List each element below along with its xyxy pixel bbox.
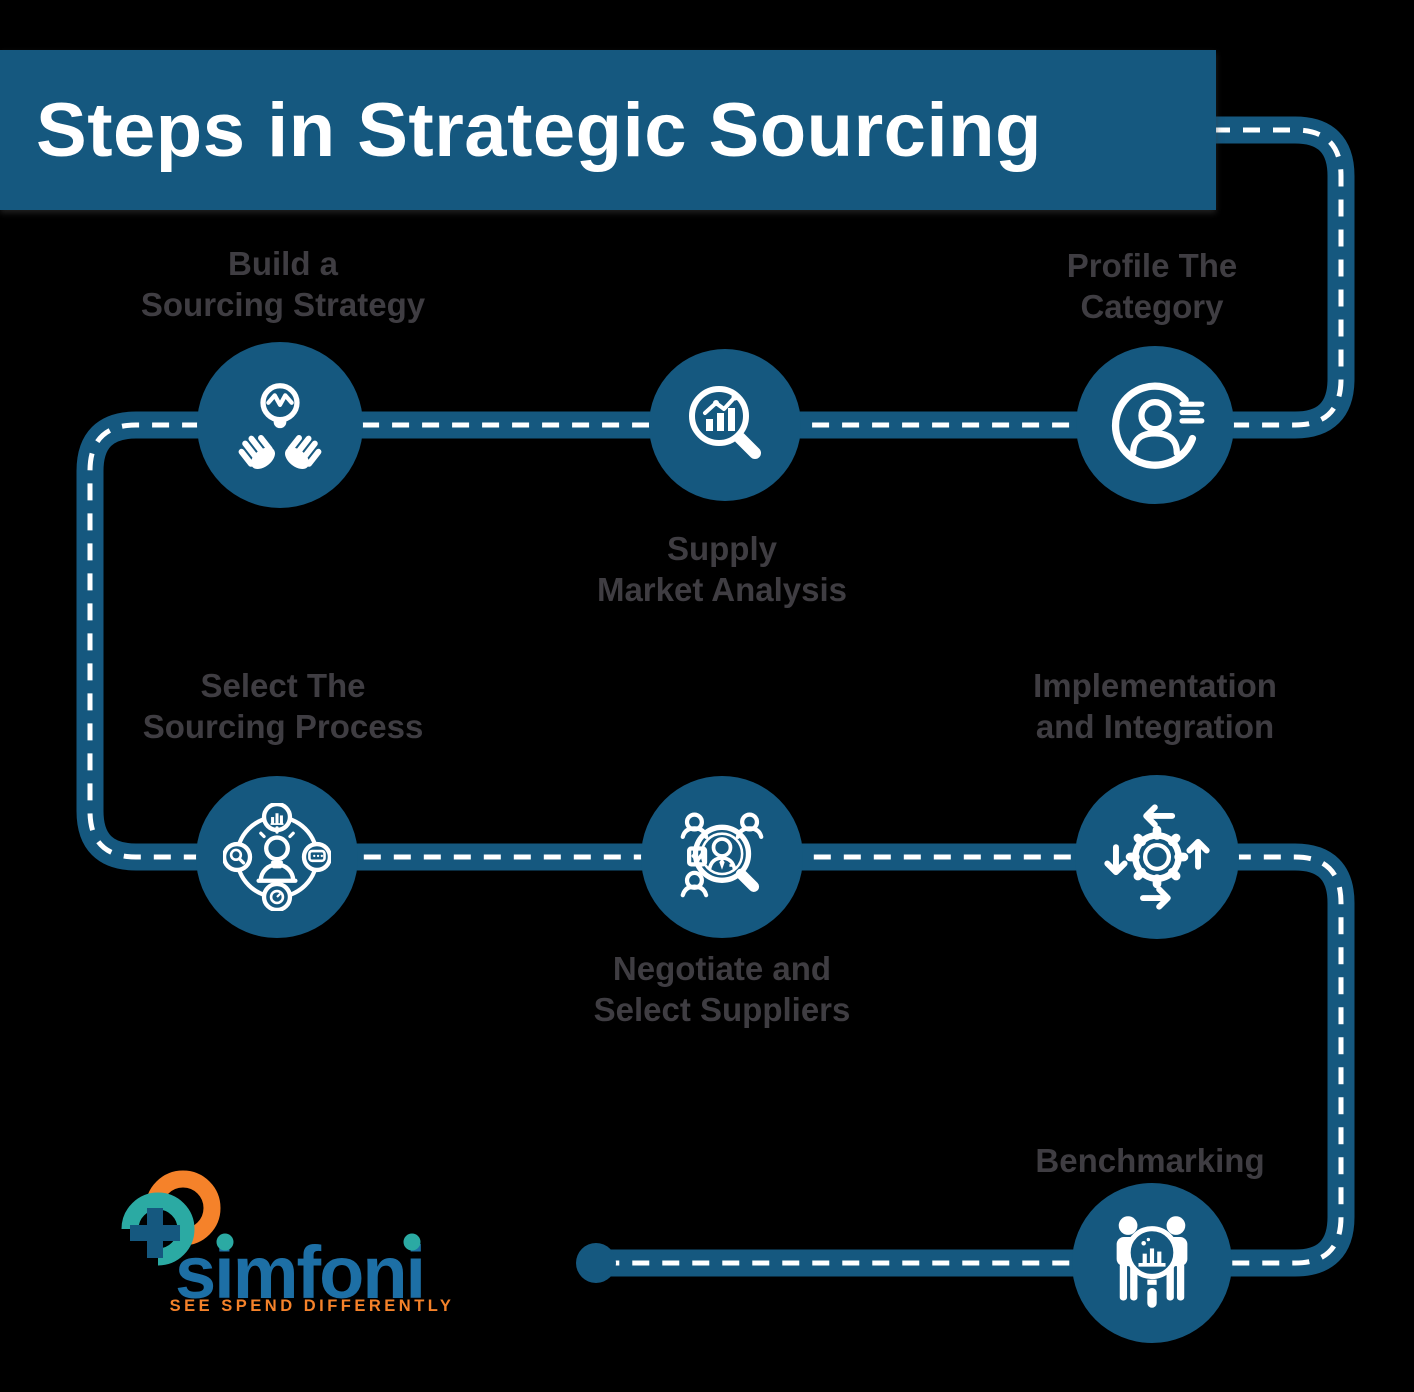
logo-orange-ring — [145, 1170, 221, 1246]
logo-plus-icon — [130, 1208, 180, 1258]
step-label-select-sourcing-process: Select The Sourcing Process — [143, 665, 424, 748]
step-node-negotiate-select-suppliers — [641, 776, 803, 938]
road-center-dashes — [87, 127, 1344, 1266]
market-analysis-magnifier-icon — [689, 386, 761, 459]
hands-lightbulb-icon — [238, 383, 322, 469]
benchmarking-people-icon — [1116, 1216, 1188, 1308]
logo-i-dot — [403, 1233, 421, 1251]
step-node-profile-the-category — [1076, 346, 1234, 504]
step-label-line: Implementation — [1033, 667, 1277, 704]
title-banner: Steps in Strategic Sourcing — [0, 50, 1216, 210]
select-suppliers-magnifier-icon — [680, 812, 764, 898]
step-node-benchmarking — [1072, 1183, 1232, 1343]
simfoni-logo: simfoni SEE SPEND DIFFERENTLY — [121, 1170, 455, 1315]
step-node-supply-market-analysis — [649, 349, 801, 501]
step-label-line: Benchmarking — [1035, 1142, 1265, 1179]
step-label-supply-market-analysis: Supply Market Analysis — [597, 528, 847, 611]
step-label-negotiate-select-suppliers: Negotiate and Select Suppliers — [594, 948, 851, 1031]
logo-i-dot — [216, 1233, 234, 1251]
step-label-implementation-integration: Implementation and Integration — [1033, 665, 1277, 748]
step-label-profile-the-category: Profile The Category — [1067, 245, 1238, 328]
step-label-line: Build a — [227, 245, 339, 282]
step-label-line: Sourcing Strategy — [140, 286, 426, 324]
step-label-benchmarking: Benchmarking — [1035, 1140, 1264, 1181]
step-node-build-sourcing-strategy — [197, 342, 363, 508]
step-label-line: Select Suppliers — [593, 991, 851, 1029]
step-label-line: Market Analysis — [596, 571, 848, 609]
step-label-line: and Integration — [1035, 708, 1275, 746]
logo-teal-ring — [121, 1192, 195, 1266]
step-node-implementation-integration — [1075, 775, 1239, 939]
step-label-build-sourcing-strategy: Build a Sourcing Strategy — [141, 243, 425, 326]
step-label-line: Sourcing Process — [142, 708, 424, 746]
step-label-line: Select The — [200, 667, 366, 704]
step-label-line: Category — [1080, 288, 1224, 326]
profile-person-icon — [1111, 382, 1205, 469]
step-label-line: Supply — [666, 530, 777, 567]
logo-brand-text: simfoni — [175, 1231, 424, 1314]
step-label-line: Profile The — [1066, 247, 1238, 284]
sourcing-process-loop-icon — [223, 803, 331, 911]
step-label-line: Negotiate and — [612, 950, 832, 987]
logo-tagline: SEE SPEND DIFFERENTLY — [170, 1297, 455, 1315]
step-node-select-sourcing-process — [196, 776, 358, 938]
path-end-dot — [576, 1243, 616, 1283]
gear-arrows-icon — [1104, 804, 1210, 910]
page-title: Steps in Strategic Sourcing — [36, 87, 1042, 173]
